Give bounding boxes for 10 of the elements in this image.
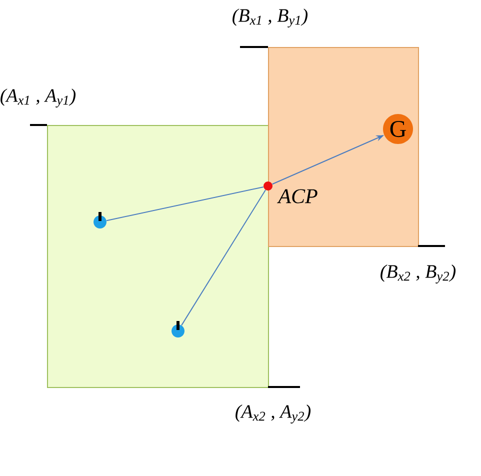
region-box: [47, 125, 269, 388]
robot-dot: [94, 212, 106, 228]
coordinate-label: (A$_{x2}$ , A$_{y2}$): [236, 404, 311, 424]
robot-dot: [172, 321, 184, 338]
region-box: [268, 47, 419, 247]
meeting-point-dot: [264, 182, 272, 190]
coordinate-label: (A$_{x1}$ , A$_{y1}$): [0, 88, 76, 108]
point-label: ACP: [277, 189, 318, 204]
coordinate-label: (B$_{x2}$ , B$_{y2}$): [380, 264, 456, 284]
coordinate-label: (B$_{x1}$ , B$_{y1}$): [232, 8, 308, 28]
